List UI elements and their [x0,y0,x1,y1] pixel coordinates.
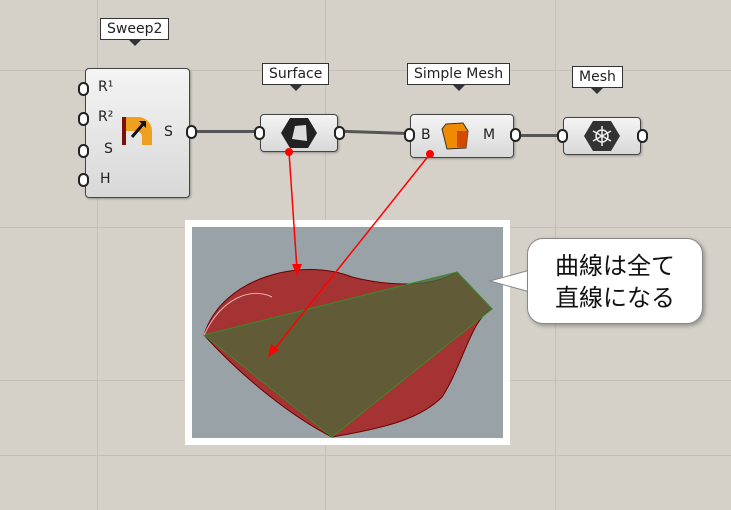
input-port[interactable] [78,112,89,126]
wire [196,130,262,133]
sweep2-component[interactable]: R¹ R² S H S [85,68,190,198]
input-b: B [421,127,431,143]
surface-component[interactable] [260,114,338,152]
callout-line-2: 直線になる [555,284,675,312]
sweep2-icon [122,117,152,145]
input-port[interactable] [557,129,568,143]
mesh-tag: Mesh [572,66,623,94]
mesh-box-icon [441,122,469,150]
surface-icon [281,118,317,148]
simple-mesh-component[interactable]: B M [410,114,514,158]
sweep2-tag: Sweep2 [100,18,170,46]
output-port[interactable] [637,129,648,143]
input-s: S [104,141,113,157]
input-port[interactable] [78,173,89,187]
input-port[interactable] [78,144,89,158]
output-m: M [483,127,496,143]
wire [516,134,563,137]
output-port[interactable] [510,128,521,142]
output-port[interactable] [186,125,197,139]
input-r1: R¹ [98,79,114,95]
output-s: S [164,124,173,140]
output-port[interactable] [334,126,345,140]
grid-line [0,455,731,456]
input-h: H [100,171,111,187]
mesh-component[interactable] [563,117,641,155]
surface-mesh-render [202,268,493,438]
mesh-icon [584,121,620,151]
simple-mesh-tag: Simple Mesh [407,63,511,91]
grid-line [0,70,731,71]
input-port[interactable] [78,82,89,96]
callout-line-1: 曲線は全て [555,252,675,280]
surface-tag: Surface [262,63,330,91]
input-port[interactable] [254,126,265,140]
input-port[interactable] [404,128,415,142]
input-r2: R² [98,109,114,125]
callout-bubble: 曲線は全て 直線になる [527,238,703,324]
grid-line [97,0,98,510]
